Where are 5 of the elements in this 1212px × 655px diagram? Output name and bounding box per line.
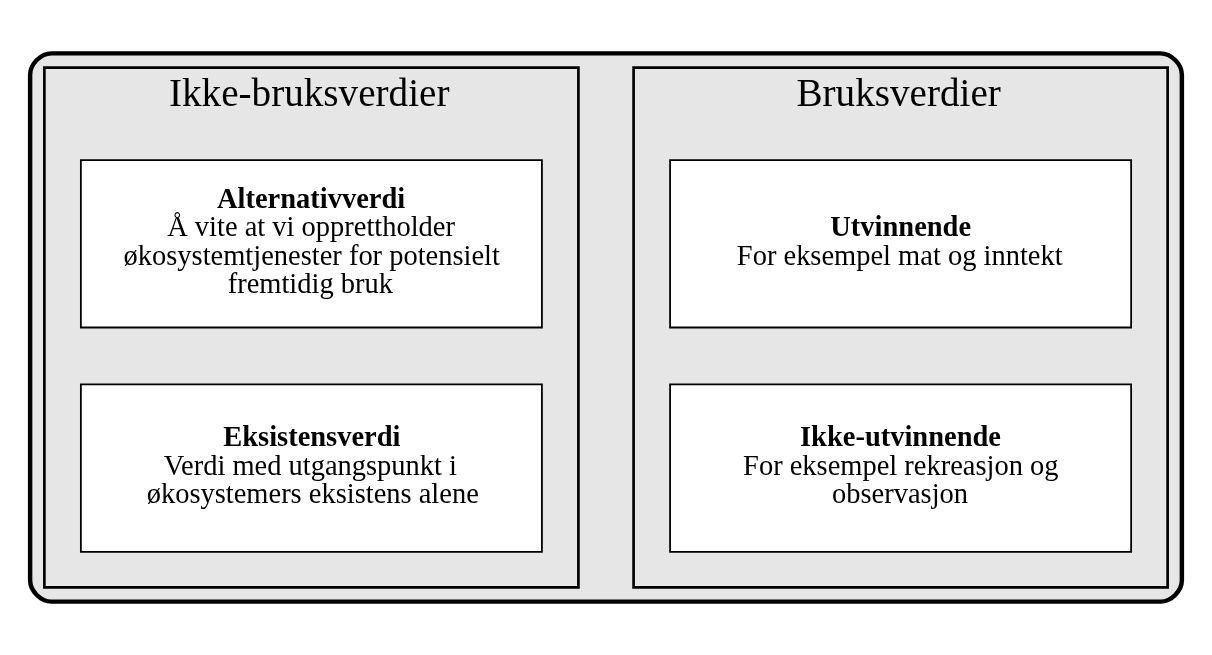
node-box: Eksistensverdi Verdi med utgangspunkt i økosystemers eksistens alene (79, 383, 543, 553)
node-box: Ikke-utvinnende For eksempel rekreasjon og observasjon (669, 383, 1133, 553)
node-box: Alternativverdi Å vite at vi opprettholder økosystemtjenester for potensielt fremtidig bruk (79, 159, 543, 329)
node-box: Utvinnende For eksempel mat og inntekt (669, 159, 1133, 329)
cluster (27, 51, 1185, 604)
